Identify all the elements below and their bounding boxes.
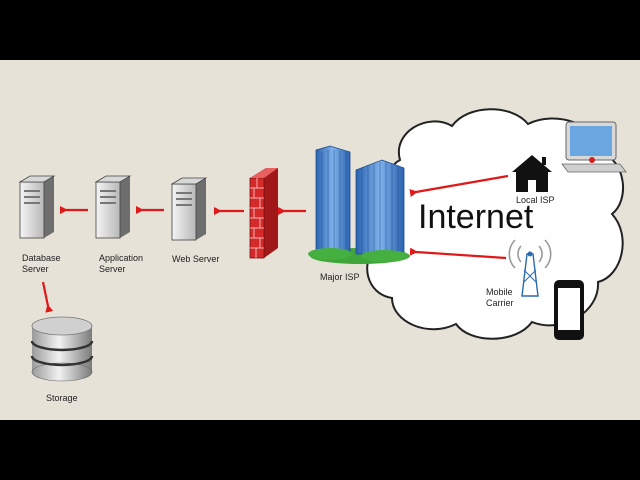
desktop-computer-icon	[561, 121, 627, 173]
arrow-local-isp-to-major-isp	[409, 174, 509, 197]
internet-label: Internet	[418, 198, 534, 236]
building-icon	[308, 145, 410, 264]
application-server-label: Application Server	[99, 253, 144, 274]
cell-tower-icon	[508, 239, 552, 297]
web-server-label: Web Server	[172, 254, 220, 264]
local-isp-label: Local ISP	[516, 195, 555, 205]
database-server-icon	[18, 175, 56, 239]
application-server-icon	[94, 175, 132, 239]
storage-label: Storage	[46, 393, 78, 403]
web-server-icon	[170, 177, 208, 241]
mobile-carrier-label: Mobile Carrier	[486, 287, 514, 308]
arrow-mobile-to-major-isp	[409, 247, 507, 260]
major-isp-label: Major ISP	[320, 272, 360, 282]
database-icon	[30, 316, 94, 382]
flow-arrows	[41, 174, 509, 313]
arrow-database-to-storage	[41, 281, 54, 313]
house-icon	[512, 155, 552, 192]
smartphone-icon	[554, 280, 584, 340]
firewall-icon	[249, 168, 278, 259]
database-server-label: Database Server	[22, 253, 61, 274]
